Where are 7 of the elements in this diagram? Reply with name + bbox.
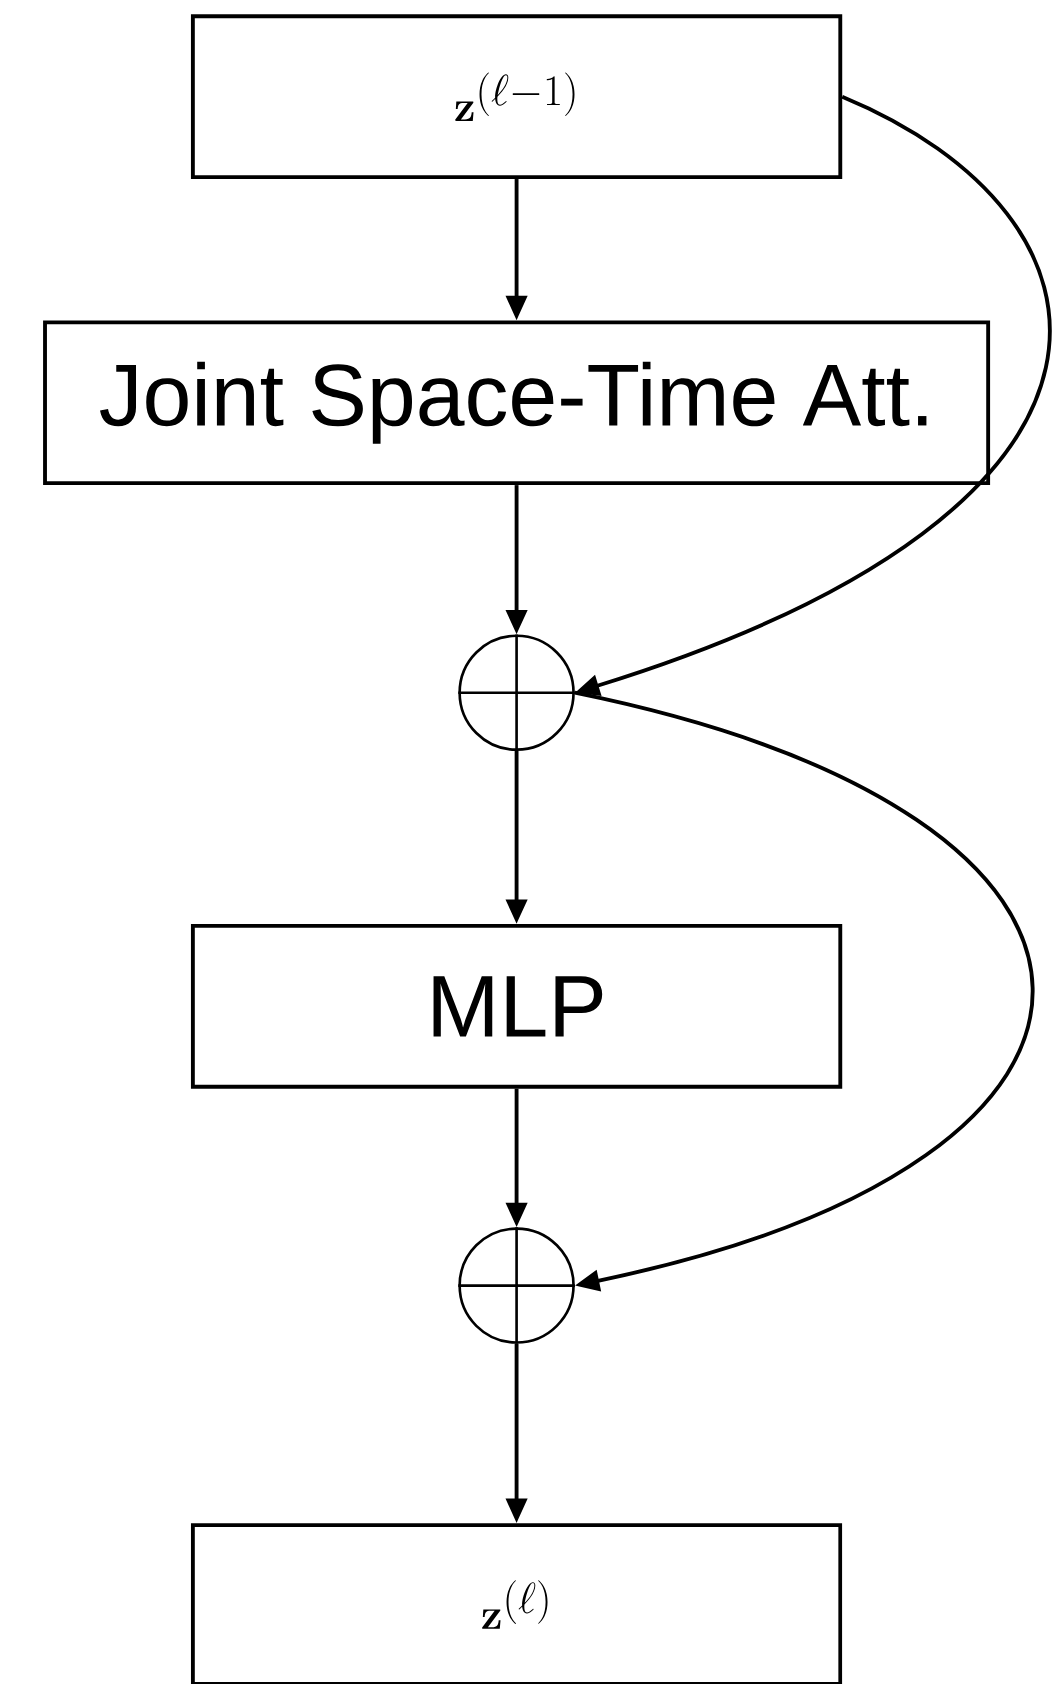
block-box: $\mathbf{z}^{(\ell)}$ bbox=[190, 1523, 843, 1684]
block-box: MLP bbox=[190, 924, 843, 1089]
sum-symbol bbox=[456, 633, 577, 753]
block-box: $\mathbf{z}^{(\ell-1)}$ bbox=[190, 14, 843, 180]
block-box: Joint Space-Time Att. bbox=[43, 320, 991, 486]
sum-symbol bbox=[456, 1226, 577, 1346]
arrow bbox=[574, 690, 1034, 1292]
